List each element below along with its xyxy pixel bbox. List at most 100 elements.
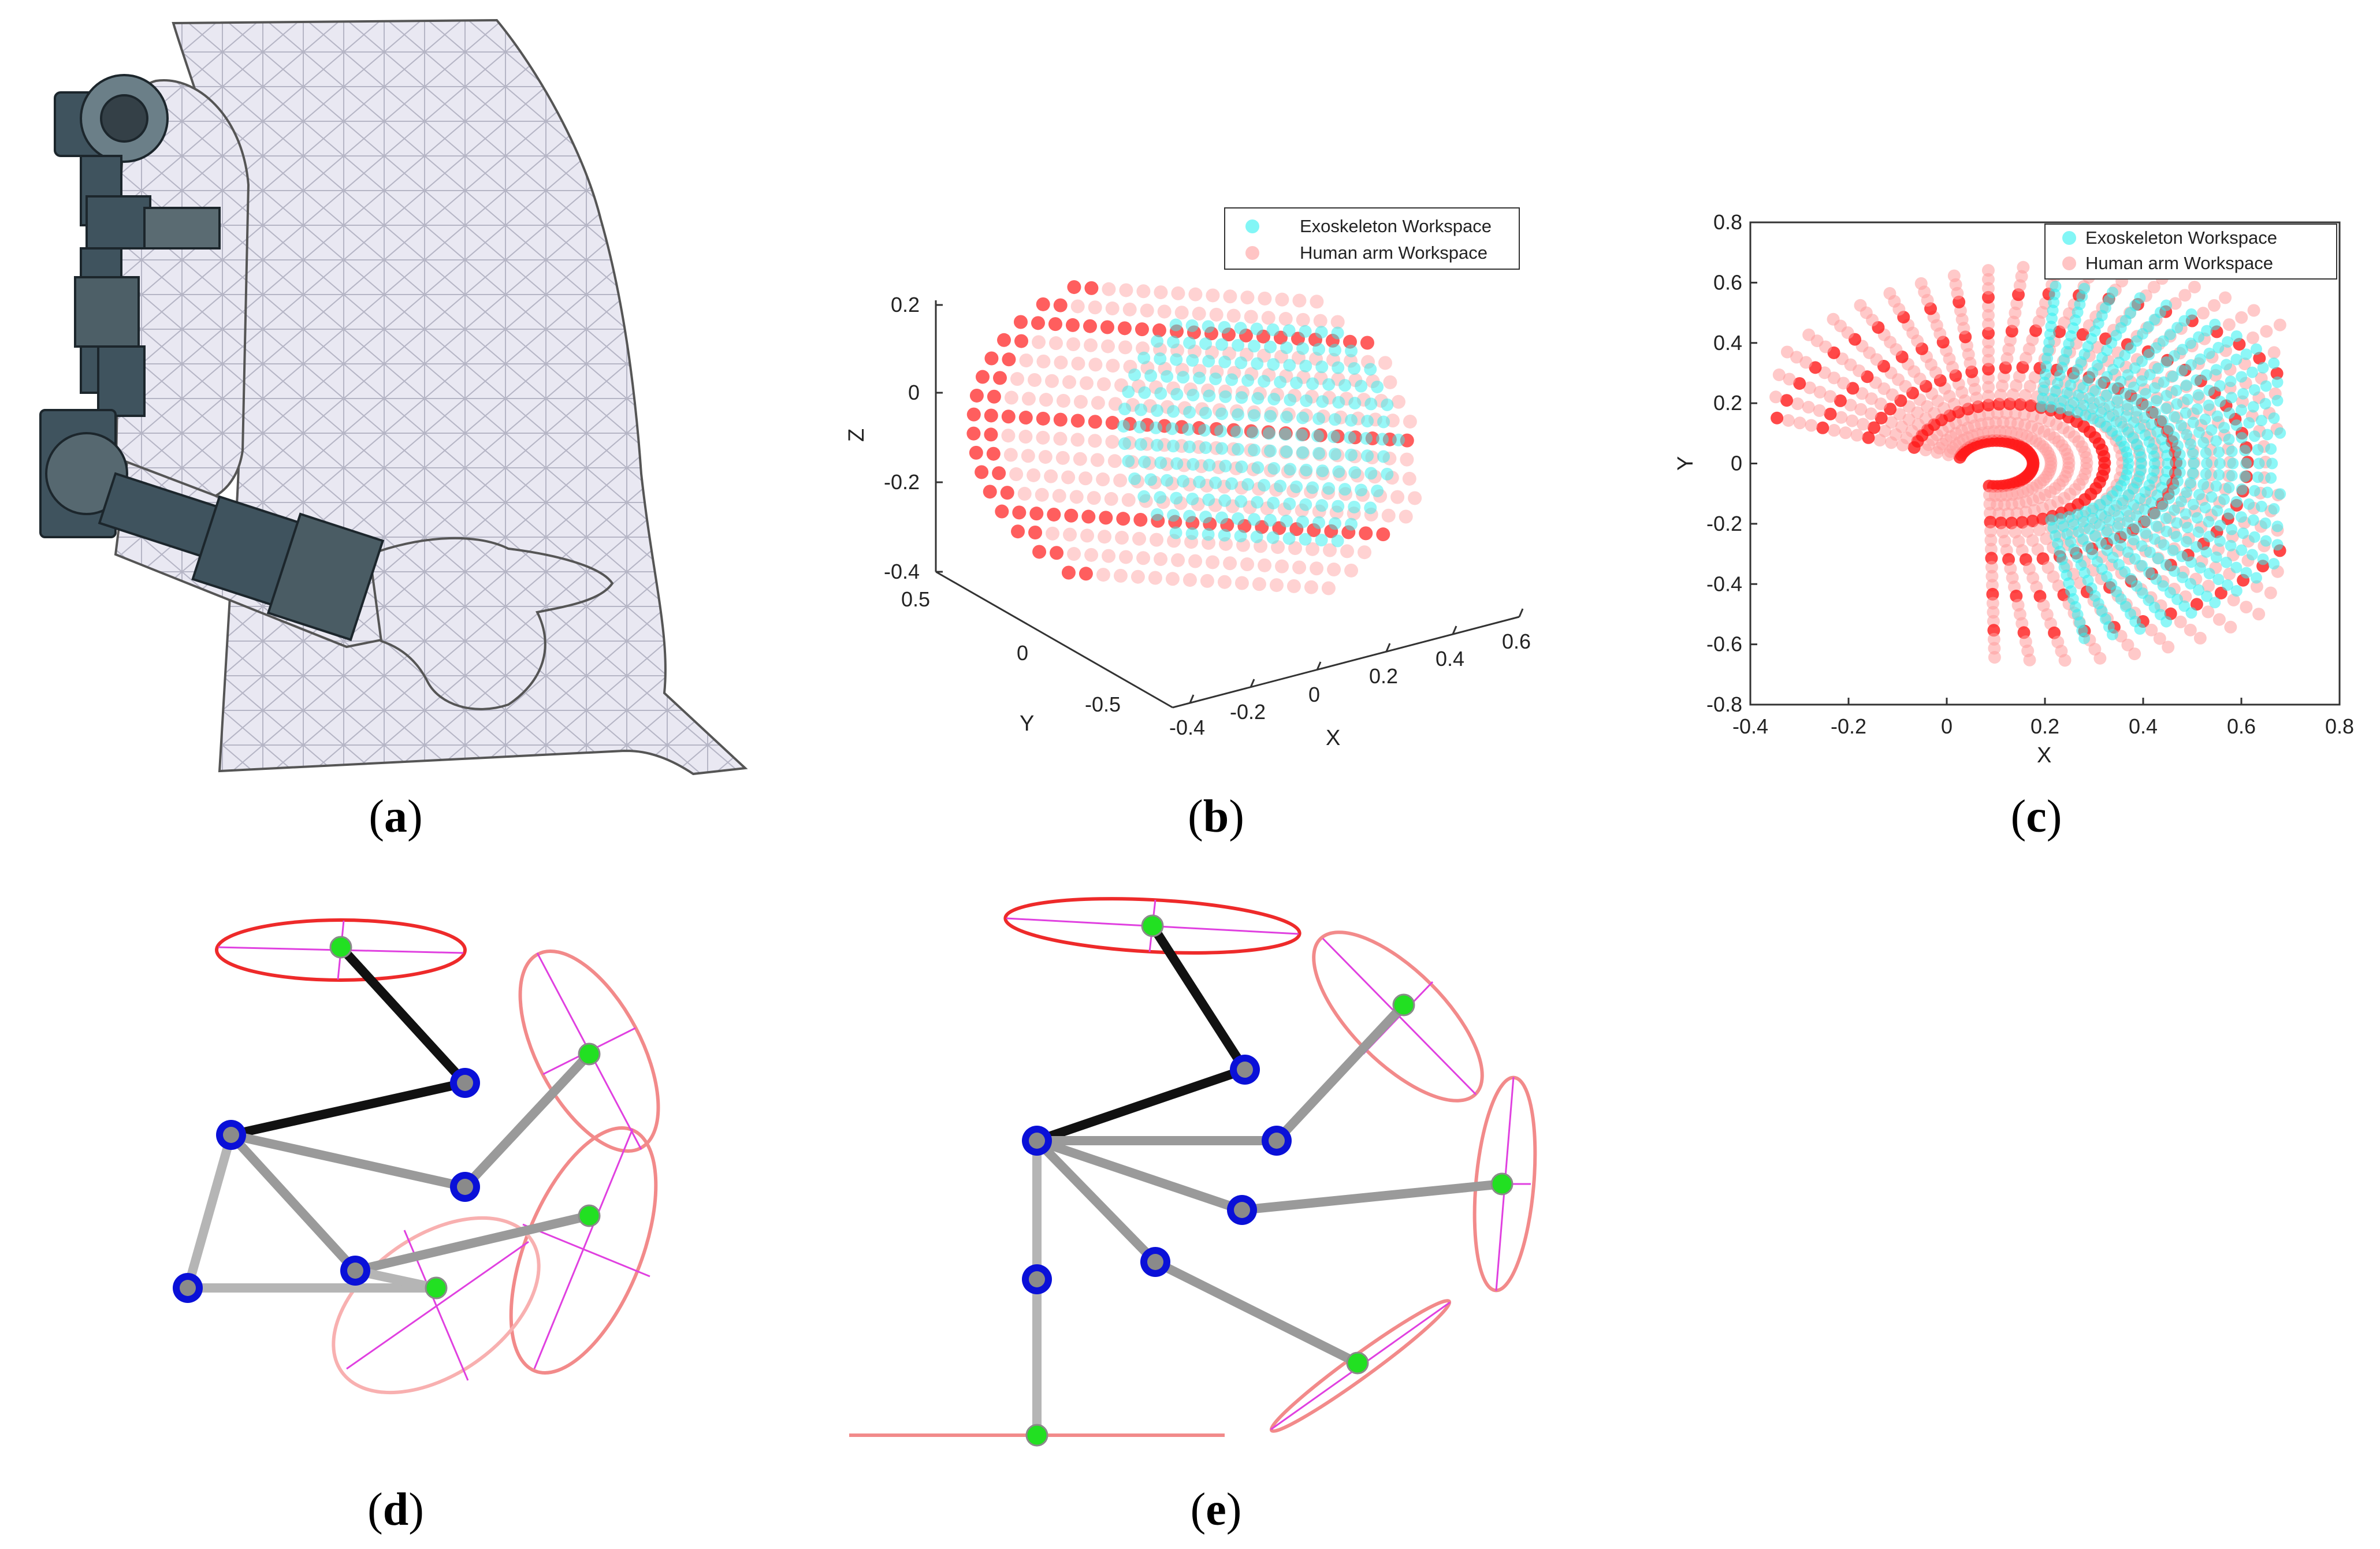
point-b-human bbox=[1001, 409, 1016, 424]
point-c-exo bbox=[2255, 500, 2267, 512]
point-c-human bbox=[2153, 632, 2166, 645]
point-b-exo bbox=[1315, 534, 1328, 547]
point-b-exo bbox=[1263, 427, 1275, 440]
point-c-exo bbox=[2158, 539, 2170, 551]
point-c-exo bbox=[2171, 475, 2184, 487]
point-c-exo bbox=[2168, 431, 2180, 443]
point-c-exo bbox=[2163, 492, 2176, 504]
point-b-exo bbox=[1241, 478, 1255, 491]
point-c-human bbox=[1984, 524, 1997, 538]
point-b-human bbox=[1036, 297, 1050, 311]
point-b-exo bbox=[1258, 375, 1271, 388]
point-b-human bbox=[1083, 319, 1097, 333]
point-b-human bbox=[1088, 300, 1102, 315]
point-c-human bbox=[2202, 605, 2215, 619]
point-b-human bbox=[1052, 489, 1066, 503]
point-c-exo bbox=[2167, 545, 2179, 557]
point-c-exo bbox=[2180, 379, 2192, 392]
point-c-exo bbox=[2160, 356, 2172, 368]
point-c-human bbox=[1857, 418, 1870, 431]
point-c-exo bbox=[2176, 344, 2188, 356]
point-c-human bbox=[1987, 615, 2000, 628]
panel-b-ytick: 0 bbox=[1017, 641, 1028, 665]
point-b-human bbox=[1066, 337, 1081, 351]
point-c-exo bbox=[2171, 517, 2183, 529]
point-c-human bbox=[1809, 361, 1822, 374]
point-c-human bbox=[1799, 356, 1813, 369]
point-b-human bbox=[1080, 528, 1095, 543]
point-b-exo bbox=[1331, 326, 1344, 340]
point-b-human bbox=[1071, 356, 1085, 371]
point-b-human bbox=[1133, 512, 1148, 527]
point-b-human bbox=[1002, 352, 1016, 367]
point-c-human bbox=[1837, 377, 1850, 390]
link-e-gray-8 bbox=[1151, 1257, 1362, 1368]
point-c-human bbox=[1914, 277, 1928, 290]
point-b-human bbox=[1174, 306, 1189, 320]
point-b-human bbox=[1099, 511, 1113, 525]
nodes-e bbox=[1025, 914, 1513, 1447]
ellipse-d-lower bbox=[332, 1216, 541, 1395]
point-b-human bbox=[1150, 533, 1164, 547]
point-c-human bbox=[1984, 542, 1998, 556]
nodes-d bbox=[329, 936, 601, 1299]
point-c-exo bbox=[2194, 353, 2206, 365]
point-b-exo bbox=[1170, 491, 1183, 505]
point-b-exo bbox=[1170, 353, 1183, 366]
point-b-human bbox=[1067, 547, 1081, 561]
point-b-exo bbox=[1235, 391, 1248, 404]
point-c-exo bbox=[2271, 394, 2284, 407]
point-b-exo bbox=[1232, 442, 1245, 456]
point-b-exo bbox=[1266, 531, 1280, 544]
node-d-3 bbox=[578, 1204, 601, 1227]
point-c-exo bbox=[2181, 429, 2193, 441]
point-b-human bbox=[1275, 292, 1289, 307]
point-c-exo bbox=[2160, 299, 2173, 311]
point-c-exo bbox=[2185, 607, 2197, 619]
point-c-human bbox=[1862, 431, 1875, 444]
point-b-exo bbox=[1299, 498, 1312, 511]
panel-a-label: (a) bbox=[369, 791, 422, 842]
point-b-exo bbox=[1225, 373, 1239, 386]
point-c-exo bbox=[2214, 535, 2226, 547]
point-b-human bbox=[1048, 317, 1062, 332]
point-c-human bbox=[1987, 606, 2000, 619]
point-b-exo bbox=[1183, 405, 1196, 419]
point-b-exo bbox=[1193, 371, 1206, 385]
point-c-exo bbox=[2213, 446, 2225, 458]
point-c-exo bbox=[2236, 483, 2248, 496]
point-b-human bbox=[1019, 353, 1033, 368]
point-c-exo bbox=[2209, 318, 2221, 330]
point-b-exo bbox=[1345, 517, 1358, 531]
point-c-human bbox=[2121, 638, 2134, 651]
panel-b-xlabel: X bbox=[1326, 726, 1340, 750]
point-b-human bbox=[1136, 341, 1150, 356]
point-b-exo bbox=[1218, 528, 1231, 542]
point-c-human bbox=[2240, 601, 2253, 614]
point-c-exo bbox=[2185, 359, 2197, 371]
joints-e bbox=[1022, 1055, 1292, 1294]
point-c-human bbox=[1867, 421, 1880, 434]
point-c-exo bbox=[2240, 567, 2252, 579]
point-c-human bbox=[2174, 615, 2187, 628]
point-c-exo bbox=[2174, 457, 2186, 470]
point-b-human bbox=[1192, 307, 1206, 321]
point-c-exo bbox=[2236, 404, 2248, 416]
point-c-exo bbox=[2243, 417, 2255, 429]
point-c-human bbox=[1982, 363, 1995, 376]
joints-d bbox=[173, 1068, 480, 1303]
point-b-exo bbox=[1167, 405, 1180, 418]
point-c-exo bbox=[2210, 551, 2222, 563]
point-b-exo bbox=[1151, 334, 1164, 348]
point-b-exo bbox=[1251, 461, 1265, 474]
panel-c-xtick: 0.4 bbox=[2129, 714, 2158, 738]
point-b-exo bbox=[1251, 496, 1264, 509]
point-c-exo bbox=[2168, 411, 2180, 423]
point-c-human bbox=[2247, 304, 2260, 317]
point-b-human bbox=[1119, 550, 1133, 564]
point-c-human bbox=[1985, 561, 1998, 574]
point-c-exo bbox=[2250, 572, 2262, 584]
panel-b-points bbox=[966, 280, 1422, 595]
point-b-human bbox=[1106, 359, 1120, 373]
point-b-exo bbox=[1316, 464, 1329, 478]
